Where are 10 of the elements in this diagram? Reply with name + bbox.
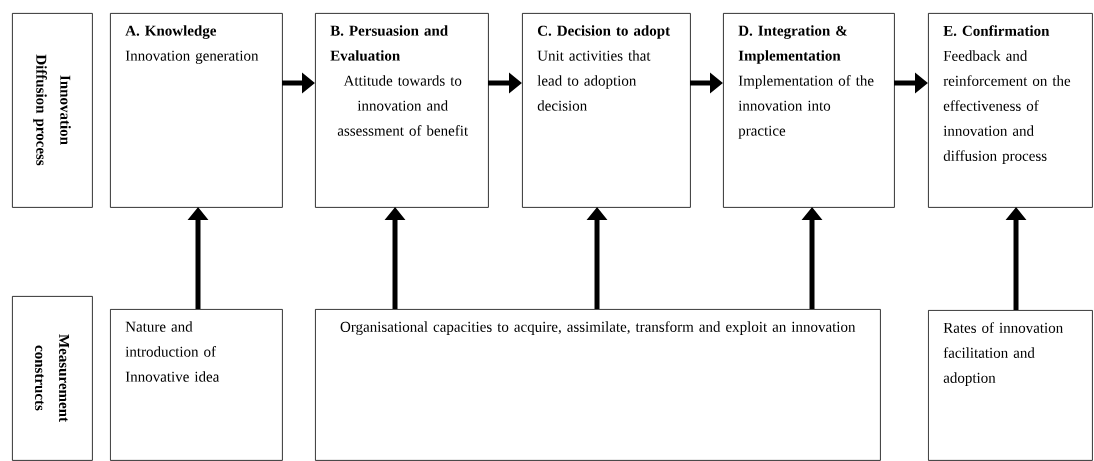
construct-box: Organisational capacities to acquire, assimilate, transform and exploit an innovation (315, 309, 881, 461)
stage-box: E. Confirmation Feedback and reinforcement on the effectiveness of innovation and diffusion process (928, 13, 1093, 208)
stage-box: B. Persuasion and Evaluation Attitude towards to innovation and assessment of benefit (315, 13, 489, 208)
construct-box: Nature and introduction of Innovative idea (110, 309, 283, 461)
stage-box: C. Decision to adopt Unit activities that lead to adoption decision (522, 13, 691, 208)
construct-box: Rates of innovation facilitation and adoption (928, 310, 1093, 461)
row-header-box: Measurement constructs (12, 296, 93, 461)
stage-box: A. Knowledge Innovation generation (110, 13, 283, 208)
stage-box: D. Integration & Implementation Implementation of the innovation into practice (723, 13, 895, 208)
row-header-box: Innovation Diffusion process (12, 13, 93, 208)
